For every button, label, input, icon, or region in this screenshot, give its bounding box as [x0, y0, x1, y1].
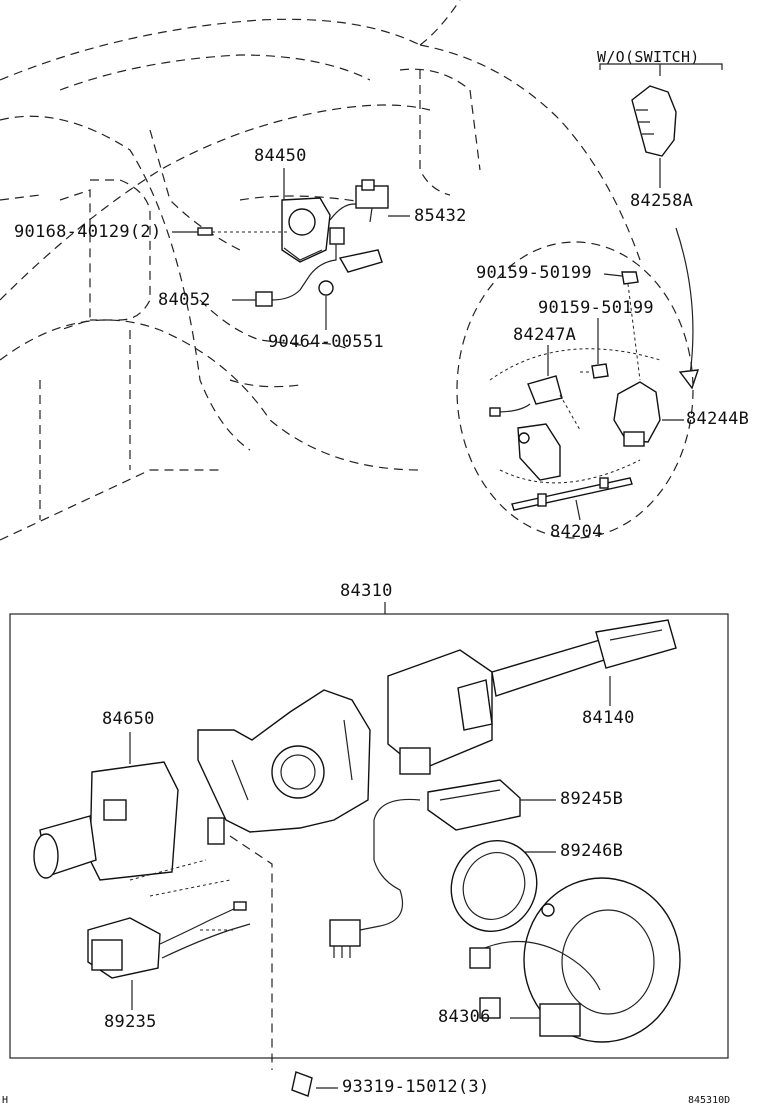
harness-89245B [329, 798, 421, 958]
label-89245B: 89245B [560, 789, 624, 809]
label-89246B: 89246B [560, 841, 624, 861]
part-84204-shape [511, 477, 633, 511]
label-84247A: 84247A [513, 325, 577, 345]
label-84310: 84310 [340, 581, 393, 601]
footer-left-mark: H [2, 1095, 9, 1106]
label-wo-switch: W/O(SWITCH) [597, 48, 700, 66]
label-89235: 89235 [104, 1012, 157, 1032]
part-89246B-shape [450, 839, 538, 933]
screw-90159b [580, 318, 609, 379]
label-90464: 90464-00551 [268, 332, 384, 352]
label-85432: 85432 [414, 206, 467, 226]
part-84247A-shape [489, 375, 563, 481]
part-84258A-shape [631, 85, 677, 157]
clip-90464 [318, 280, 334, 330]
screw-90168 [172, 227, 290, 236]
label-84306: 84306 [438, 1007, 491, 1027]
assembly-box-84310 [9, 613, 729, 1059]
part-84450-shape [281, 197, 331, 263]
part-89235-shape [87, 901, 251, 979]
label-84450: 84450 [254, 146, 307, 166]
label-90168: 90168-40129(2) [14, 222, 162, 242]
wo-switch-bracket [599, 63, 723, 76]
drawing-code: 845310D [688, 1095, 731, 1106]
part-84244B-shape [613, 381, 661, 447]
part-84140-shape [387, 619, 677, 775]
part-84306-shape [469, 877, 681, 1043]
label-84140: 84140 [582, 708, 635, 728]
label-84650: 84650 [102, 709, 155, 729]
screw-93319 [291, 1071, 338, 1097]
steering-wheel-outline [456, 241, 694, 539]
dashboard-outline [0, 0, 641, 541]
part-85432-shape [355, 179, 389, 223]
central-bracket-shape [197, 689, 371, 845]
part-84052-shape [255, 227, 383, 307]
part-89245B-shape [427, 779, 521, 831]
label-84052: 84052 [158, 290, 211, 310]
label-84244B: 84244B [686, 409, 750, 429]
label-90159-upper: 90159-50199 [476, 263, 592, 283]
screw-90159a [621, 271, 641, 381]
label-90159-lower: 90159-50199 [538, 298, 654, 318]
label-84258A: 84258A [630, 191, 694, 211]
part-84650-shape [33, 761, 179, 881]
label-84204: 84204 [550, 522, 603, 542]
label-93319: 93319-15012(3) [342, 1077, 490, 1097]
